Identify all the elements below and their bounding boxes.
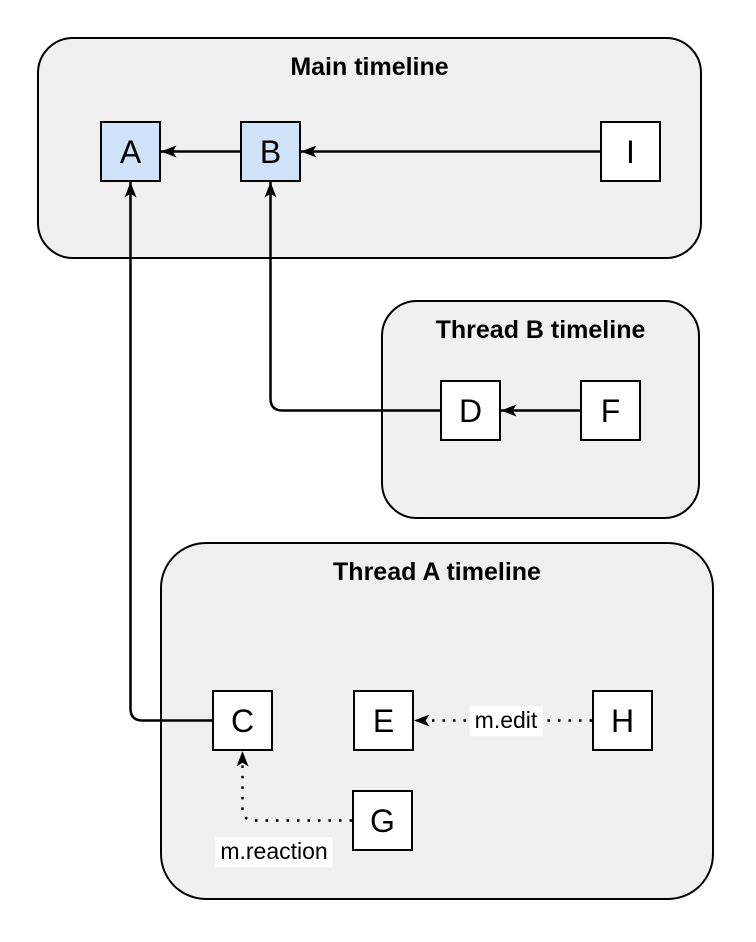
edge-label-m-edit: m.edit xyxy=(469,706,543,736)
node-G: G xyxy=(352,790,413,851)
node-E: E xyxy=(353,690,414,751)
node-B: B xyxy=(240,121,301,182)
node-H: H xyxy=(592,690,653,751)
edge-D-B xyxy=(264,182,440,412)
node-I: I xyxy=(600,121,661,182)
container-title-main-timeline: Main timeline xyxy=(290,53,449,81)
node-F: F xyxy=(580,380,641,441)
edge-label-m-reaction: m.reaction xyxy=(215,837,333,867)
edge-C-A xyxy=(124,182,212,722)
container-title-thread-a-timeline: Thread A timeline xyxy=(333,558,541,586)
node-C: C xyxy=(212,690,273,751)
node-D: D xyxy=(440,380,501,441)
container-title-thread-b-timeline: Thread B timeline xyxy=(435,316,646,344)
node-A: A xyxy=(100,121,161,182)
edge-G-C xyxy=(236,751,352,822)
